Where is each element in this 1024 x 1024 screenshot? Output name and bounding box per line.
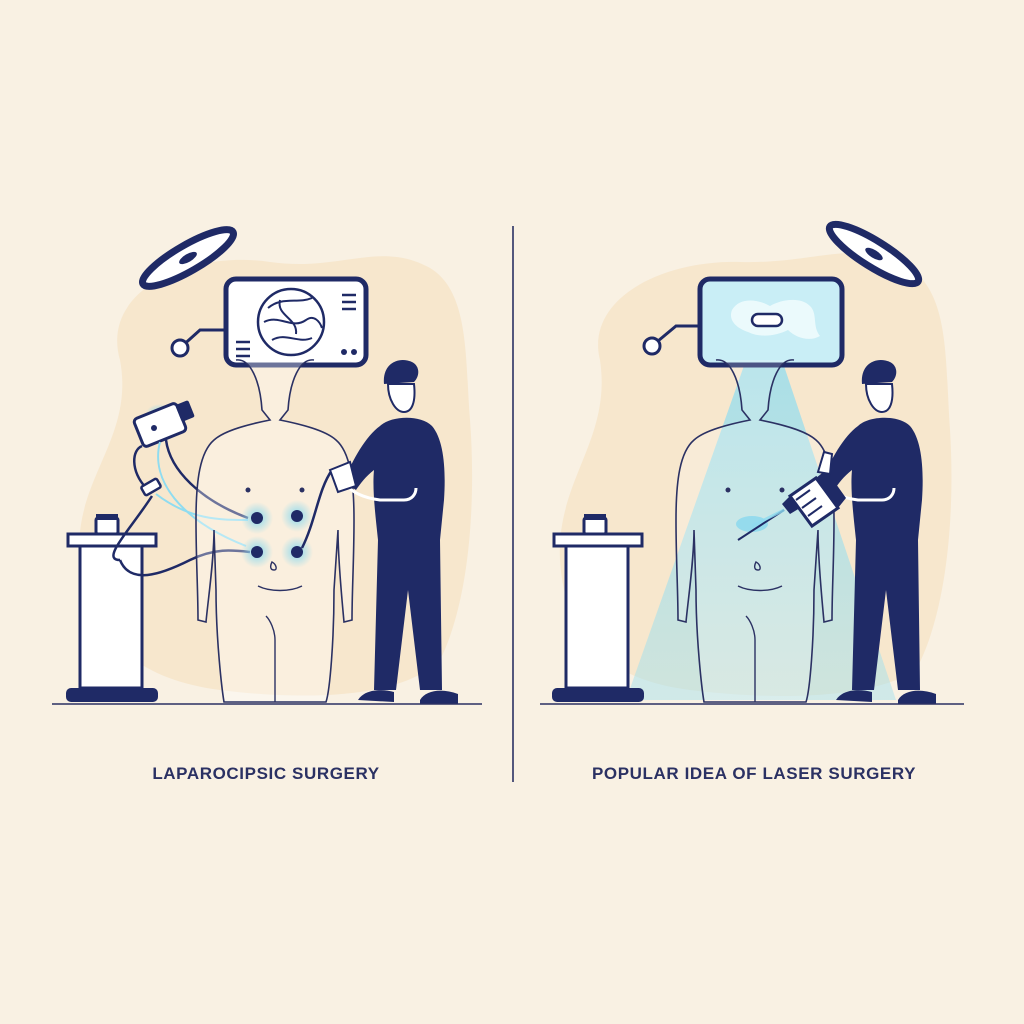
caption-laparoscopic: LAPAROCIPSIC SURGERY xyxy=(152,764,380,783)
camera-icon xyxy=(132,400,249,547)
surgeon-figure-icon xyxy=(820,360,936,704)
patient-figure-icon xyxy=(675,359,835,703)
surgeon-figure-icon xyxy=(328,360,458,704)
monitor-icon xyxy=(170,276,369,368)
caption-laser: POPULAR IDEA OF LASER SURGERY xyxy=(591,764,917,783)
right-panel xyxy=(540,220,964,705)
monitor-icon xyxy=(642,276,845,368)
surgical-lamp-icon xyxy=(139,226,237,290)
laser-device-icon xyxy=(737,450,846,541)
equipment-cart-icon xyxy=(552,514,644,702)
port-icon xyxy=(241,469,334,568)
background-blob xyxy=(79,256,473,696)
equipment-cart-icon xyxy=(66,444,251,702)
left-panel xyxy=(52,226,482,705)
surgical-lamp-icon xyxy=(825,220,923,288)
patient-figure-icon xyxy=(195,359,355,703)
